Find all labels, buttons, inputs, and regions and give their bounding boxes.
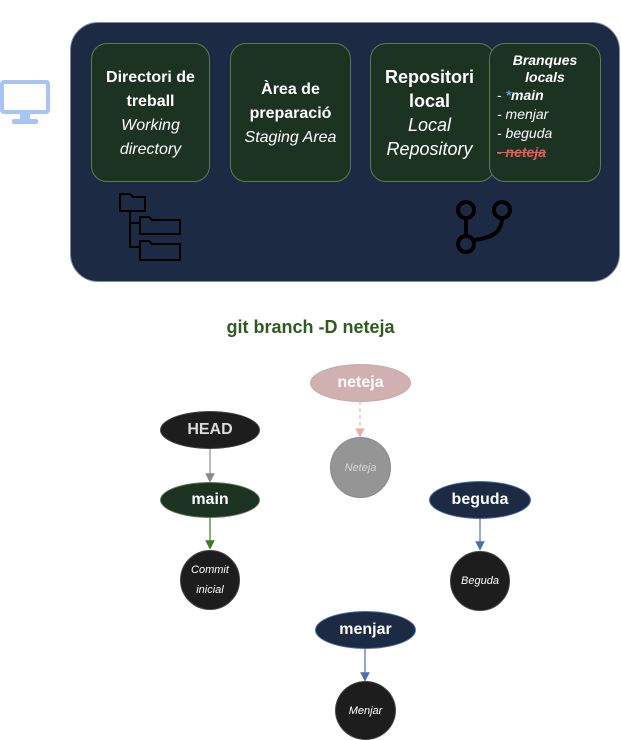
repository-title-2: local <box>408 91 451 111</box>
branch-main-name: main <box>511 87 544 103</box>
repository-title-1: Repositori <box>384 67 474 87</box>
neteja-commit-node: Neteja <box>330 437 391 498</box>
menjar-commit-node: Menjar <box>335 681 396 740</box>
repository-subtitle-1: Local <box>407 115 452 135</box>
working-directory-title-2: treball <box>126 93 175 110</box>
initial-commit-label-2: inicial <box>196 584 224 596</box>
staging-area-box: Àrea de preparació Staging Area <box>230 43 351 182</box>
current-branch-marker: * <box>505 87 512 103</box>
staging-subtitle: Staging Area <box>244 129 337 146</box>
branches-title-2: locals <box>525 69 565 85</box>
folder-tree-icon <box>119 193 181 261</box>
local-branches-box: Branques locals - *main - menjar - begud… <box>489 43 601 182</box>
beguda-commit-node: Beguda <box>450 551 510 611</box>
branches-title-1: Branques <box>512 52 578 68</box>
staging-title-2: preparació <box>249 105 332 122</box>
initial-commit-label-1: Commit <box>191 564 229 576</box>
computer-monitor-icon <box>0 80 50 124</box>
working-directory-box: Directori de treball Working directory <box>91 43 210 182</box>
git-command: git branch -D neteja <box>226 317 395 337</box>
branch-item-menjar: - menjar <box>497 106 549 122</box>
beguda-branch-node: beguda <box>429 481 531 519</box>
working-directory-subtitle-1: Working <box>121 117 180 134</box>
git-branch-icon <box>456 200 512 254</box>
head-pointer: HEAD <box>160 411 260 449</box>
branch-item-neteja-deleted: - neteja <box>497 144 547 160</box>
local-repository-box: Repositori local Local Repository <box>370 43 495 182</box>
working-directory-title-1: Directori de <box>106 69 195 86</box>
initial-commit-node: Commit inicial <box>180 550 240 610</box>
branch-item-beguda: - beguda <box>497 125 553 141</box>
repository-subtitle-2: Repository <box>386 139 473 159</box>
branch-item-main: - *main <box>490 86 600 105</box>
staging-title-1: Àrea de <box>261 81 320 98</box>
menjar-branch-node: menjar <box>315 611 416 649</box>
neteja-deleted-branch-node: neteja <box>310 364 411 402</box>
main-branch-node: main <box>160 482 260 518</box>
branch-main-prefix: - <box>497 87 506 103</box>
working-directory-subtitle-2: directory <box>119 141 182 158</box>
